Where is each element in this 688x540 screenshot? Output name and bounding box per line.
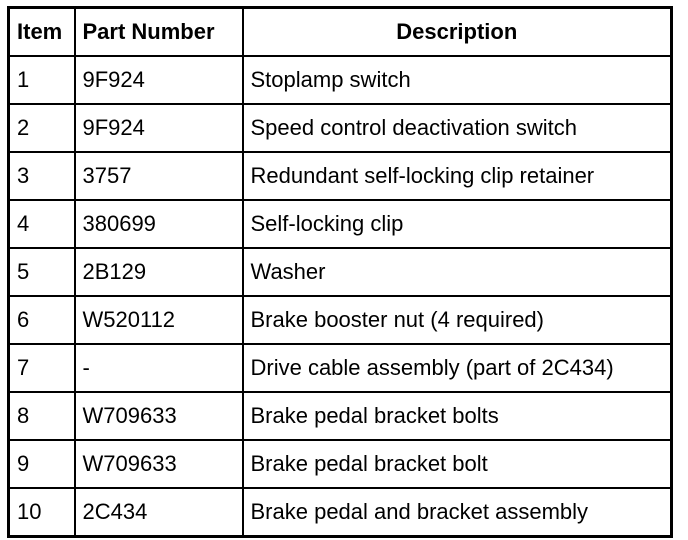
- cell-part-number: 380699: [73, 199, 244, 249]
- cell-item: 2: [7, 103, 76, 153]
- cell-description: Brake booster nut (4 required): [241, 295, 673, 345]
- cell-item: 5: [7, 247, 76, 297]
- cell-part-number: 2C434: [73, 487, 244, 538]
- header-item: Item: [7, 6, 76, 57]
- cell-item: 7: [7, 343, 76, 393]
- cell-item: 10: [7, 487, 76, 538]
- cell-description: Redundant self-locking clip retainer: [241, 151, 673, 201]
- cell-description: Brake pedal bracket bolt: [241, 439, 673, 489]
- cell-part-number: W709633: [73, 391, 244, 441]
- cell-part-number: 2B129: [73, 247, 244, 297]
- table-row: 5 2B129 Washer: [7, 247, 673, 297]
- table-row: 3 3757 Redundant self-locking clip retai…: [7, 151, 673, 201]
- cell-part-number: 9F924: [73, 103, 244, 153]
- cell-description: Washer: [241, 247, 673, 297]
- cell-item: 4: [7, 199, 76, 249]
- cell-description: Speed control deactivation switch: [241, 103, 673, 153]
- cell-part-number: W520112: [73, 295, 244, 345]
- cell-item: 3: [7, 151, 76, 201]
- header-row: Item Part Number Description: [7, 6, 673, 57]
- cell-description: Brake pedal bracket bolts: [241, 391, 673, 441]
- table-body: 1 9F924 Stoplamp switch 2 9F924 Speed co…: [7, 55, 673, 538]
- table-row: 7 - Drive cable assembly (part of 2C434): [7, 343, 673, 393]
- cell-description: Brake pedal and bracket assembly: [241, 487, 673, 538]
- header-description: Description: [241, 6, 673, 57]
- cell-description: Drive cable assembly (part of 2C434): [241, 343, 673, 393]
- cell-part-number: 3757: [73, 151, 244, 201]
- table-row: 8 W709633 Brake pedal bracket bolts: [7, 391, 673, 441]
- cell-description: Stoplamp switch: [241, 55, 673, 105]
- table-row: 10 2C434 Brake pedal and bracket assembl…: [7, 487, 673, 538]
- cell-item: 6: [7, 295, 76, 345]
- cell-part-number: 9F924: [73, 55, 244, 105]
- cell-item: 1: [7, 55, 76, 105]
- cell-part-number: -: [73, 343, 244, 393]
- table-row: 9 W709633 Brake pedal bracket bolt: [7, 439, 673, 489]
- table-row: 6 W520112 Brake booster nut (4 required): [7, 295, 673, 345]
- table-row: 2 9F924 Speed control deactivation switc…: [7, 103, 673, 153]
- cell-item: 8: [7, 391, 76, 441]
- cell-description: Self-locking clip: [241, 199, 673, 249]
- cell-part-number: W709633: [73, 439, 244, 489]
- table-row: 4 380699 Self-locking clip: [7, 199, 673, 249]
- cell-item: 9: [7, 439, 76, 489]
- header-part-number: Part Number: [73, 6, 244, 57]
- table-row: 1 9F924 Stoplamp switch: [7, 55, 673, 105]
- parts-table: Item Part Number Description 1 9F924 Sto…: [7, 6, 673, 538]
- table-header: Item Part Number Description: [7, 6, 673, 57]
